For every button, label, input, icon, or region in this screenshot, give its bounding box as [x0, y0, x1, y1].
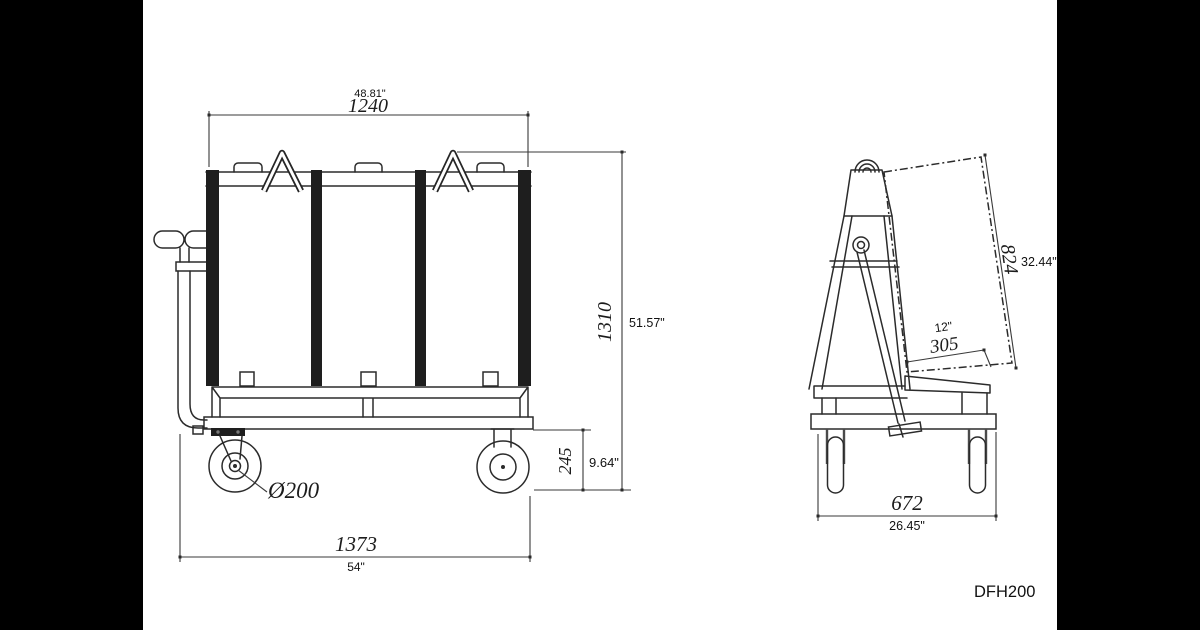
post-3	[415, 170, 426, 386]
side-dimensions: 824 32.44" 12" 305 672 26.45"	[816, 153, 1057, 533]
dim-front-height-inches: 51.57"	[629, 316, 665, 330]
dim-front-width-inches: 48.81"	[354, 88, 386, 100]
dim-front-length-inches: 54"	[347, 560, 365, 574]
dim-side-width-mm: 672	[891, 491, 923, 515]
side-left-wheel	[825, 429, 846, 494]
dim-side-width-inches: 26.45"	[889, 519, 925, 533]
post-4	[518, 170, 531, 386]
dim-caster-height-mm: 245	[555, 448, 575, 475]
dim-front-width-mm: 1240	[348, 95, 388, 117]
a-frame-legs	[808, 215, 911, 390]
support-ledge	[904, 375, 991, 394]
post-1	[206, 170, 219, 386]
dim-shelf-depth-inches: 12"	[934, 319, 953, 335]
base-plate	[203, 416, 534, 430]
right-caster	[476, 428, 530, 494]
a-hooks	[261, 149, 474, 193]
side-view	[808, 156, 1013, 494]
model-label: DFH200	[974, 583, 1035, 601]
side-right-wheel	[967, 429, 988, 494]
upper-tray	[211, 386, 529, 418]
dim-panel-length-mm: 824	[996, 243, 1022, 276]
slab-panel	[883, 156, 1013, 373]
dim-caster-height-inches: 9.64"	[589, 455, 619, 470]
wheel-diameter-label: Ø200	[267, 478, 320, 503]
front-view: Ø200	[153, 149, 534, 503]
pivot-ring	[852, 236, 870, 254]
brace	[856, 249, 923, 438]
dim-panel-length-inches: 32.44"	[1021, 255, 1057, 269]
top-handles	[233, 162, 505, 173]
a-frame-head	[843, 169, 893, 217]
dim-front-length-mm: 1373	[335, 532, 377, 556]
post-2	[311, 170, 322, 386]
left-caster	[208, 428, 262, 493]
front-dimensions: 48.81" 1240 1310 51.57" 245 9.64" 1373 5…	[178, 88, 665, 574]
crossbar	[829, 260, 900, 268]
pivot-hole	[856, 240, 866, 250]
side-base	[810, 385, 997, 430]
dim-front-height-mm: 1310	[594, 302, 616, 342]
panel-tabs	[239, 371, 499, 387]
wheel-diameter-leader	[237, 469, 268, 493]
drawing-paper	[143, 0, 1057, 630]
dim-shelf-depth-mm: 305	[928, 333, 960, 358]
